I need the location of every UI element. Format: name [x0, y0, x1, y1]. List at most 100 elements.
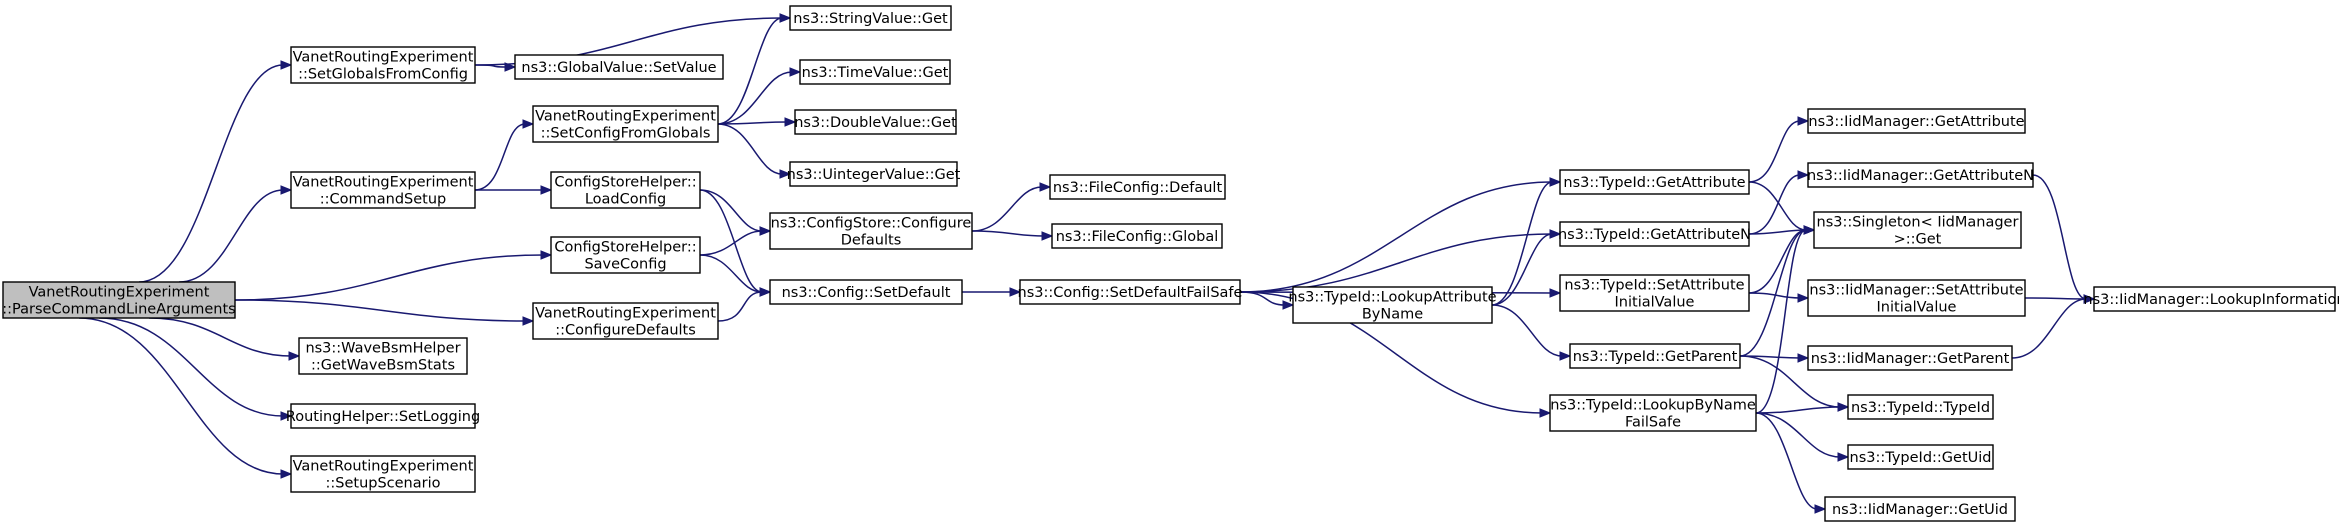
- nodes-layer: VanetRoutingExperiment::ParseCommandLine…: [2, 5, 2339, 522]
- edge-line: [474, 123, 526, 191]
- node-ns3-config-setdefault[interactable]: ns3::Config::SetDefault: [769, 279, 963, 305]
- node-label: VanetRoutingExperiment: [29, 285, 210, 301]
- node-vanetroutingexperiment-commandsetup[interactable]: VanetRoutingExperiment::CommandSetup: [290, 171, 476, 209]
- node-ns3-iidmanager-lookupinformation[interactable]: ns3::IidManager::LookupInformation: [2083, 286, 2339, 312]
- edge-line: [1748, 174, 1801, 235]
- node-ns3-uintegervalue-get[interactable]: ns3::UintegerValue::Get: [787, 161, 961, 187]
- node-configstorehelper-saveconfig[interactable]: ConfigStoreHelper::SaveConfig: [550, 236, 701, 274]
- node-vanetroutingexperiment-setconfigfromglobals[interactable]: VanetRoutingExperiment::SetConfigFromGlo…: [532, 105, 719, 143]
- node-label: RoutingHelper::SetLogging: [286, 409, 480, 425]
- node-ns3-stringvalue-get[interactable]: ns3::StringValue::Get: [789, 5, 952, 31]
- node-vanetroutingexperiment-configuredefaults[interactable]: VanetRoutingExperiment::ConfigureDefault…: [532, 302, 719, 340]
- edge-n21-n26: [1748, 116, 1810, 183]
- edge-n10-n12: [971, 230, 1054, 241]
- edge-n16-n13: [717, 287, 772, 322]
- edge-line: [699, 189, 763, 293]
- node-label: ConfigStoreHelper::: [554, 240, 696, 256]
- arrowhead: [1837, 402, 1850, 412]
- edge-line: [717, 121, 788, 125]
- node-label: ns3::Singleton< IidManager: [1817, 215, 2019, 231]
- arrowhead: [1559, 351, 1572, 361]
- node-label: VanetRoutingExperiment: [535, 306, 716, 322]
- node-ns3-iidmanager-getattribute[interactable]: ns3::IidManager::GetAttribute: [1807, 108, 2026, 134]
- node-ns3-fileconfig-global[interactable]: ns3::FileConfig::Global: [1051, 223, 1223, 249]
- node-ns3-timevalue-get[interactable]: ns3::TimeValue::Get: [799, 59, 951, 85]
- edge-line: [2011, 298, 2087, 359]
- arrowhead: [779, 13, 792, 23]
- node-label: SaveConfig: [584, 257, 666, 273]
- edge-line: [717, 71, 793, 125]
- edge-line: [234, 299, 526, 322]
- edge-n25-n32: [1755, 412, 1850, 462]
- node-vanetroutingexperiment-setglobalsfromconfig[interactable]: VanetRoutingExperiment::SetGlobalsFromCo…: [290, 46, 476, 84]
- edge-line: [78, 317, 284, 475]
- edge-n25-n33: [1755, 412, 1827, 514]
- arrowhead: [2083, 294, 2096, 304]
- edge-line: [1755, 412, 1841, 458]
- node-ns3-iidmanager-getattributen[interactable]: ns3::IidManager::GetAttributeN: [1807, 162, 2034, 188]
- node-label: ns3::TypeId::GetParent: [1573, 349, 1738, 365]
- arrowhead: [779, 169, 792, 179]
- node-label: ::SetConfigFromGlobals: [541, 126, 711, 142]
- node-box: [794, 109, 957, 135]
- node-label: InitialValue: [1877, 300, 1957, 316]
- edge-n14-n21: [1239, 177, 1562, 293]
- edge-n0-n17: [148, 317, 301, 361]
- edge-n0-n4: [178, 185, 293, 283]
- node-ns3-singleton-iidmanager-get[interactable]: ns3::Singleton< IidManager >::Get: [1813, 211, 2022, 249]
- edge-line: [1491, 304, 1563, 357]
- edge-line: [1755, 229, 1807, 414]
- node-ns3-typeid-getattributen[interactable]: ns3::TypeId::GetAttributeN: [1558, 221, 1751, 247]
- node-vanetroutingexperiment-parsecommandlinearguments[interactable]: VanetRoutingExperiment::ParseCommandLine…: [2, 281, 236, 319]
- node-ns3-typeid-getuid[interactable]: ns3::TypeId::GetUid: [1847, 444, 1994, 470]
- node-ns3-iidmanager-getuid[interactable]: ns3::IidManager::GetUid: [1824, 496, 2016, 522]
- node-label: VanetRoutingExperiment: [535, 109, 716, 125]
- arrowhead: [540, 185, 553, 195]
- node-ns3-config-setdefaultfailsafe[interactable]: ns3::Config::SetDefaultFailSafe: [1018, 279, 1243, 305]
- node-ns3-doublevalue-get[interactable]: ns3::DoubleValue::Get: [794, 109, 957, 135]
- node-vanetroutingexperiment-setupscenario[interactable]: VanetRoutingExperiment::SetupScenario: [290, 455, 476, 493]
- node-label: ns3::ConfigStore::Configure: [771, 216, 972, 232]
- edge-line: [1739, 229, 1807, 357]
- node-ns3-globalvalue-setvalue[interactable]: ns3::GlobalValue::SetValue: [514, 54, 724, 80]
- edge-n13-n14: [962, 287, 1022, 297]
- node-box: [1813, 211, 2022, 249]
- arrowhead: [1549, 177, 1562, 187]
- node-label: ns3::IidManager::GetAttributeN: [1807, 168, 2034, 184]
- node-ns3-wavebsmhelper-getwavebsmstats[interactable]: ns3::WaveBsmHelper::GetWaveBsmStats: [298, 337, 468, 375]
- edge-line: [1239, 233, 1553, 293]
- edge-line: [2024, 297, 2087, 300]
- edge-line: [474, 64, 508, 68]
- node-configstorehelper-loadconfig[interactable]: ConfigStoreHelper::LoadConfig: [550, 171, 701, 209]
- node-label: ns3::TypeId::SetAttribute: [1564, 278, 1744, 294]
- node-ns3-typeid-getattribute[interactable]: ns3::TypeId::GetAttribute: [1559, 169, 1750, 195]
- node-box: [769, 279, 963, 305]
- arrowhead: [1814, 504, 1827, 514]
- edge-line: [717, 291, 763, 322]
- node-label: ns3::StringValue::Get: [793, 11, 948, 27]
- node-label: ns3::IidManager::GetUid: [1832, 502, 2008, 518]
- node-label: >::Get: [1894, 232, 1942, 248]
- node-ns3-configstore-configuredefaults[interactable]: ns3::ConfigStore::ConfigureDefaults: [769, 212, 973, 250]
- edge-n0-n16: [234, 299, 535, 326]
- node-label: ns3::IidManager::LookupInformation: [2083, 292, 2339, 308]
- node-label: ns3::IidManager::GetAttribute: [1808, 114, 2024, 130]
- node-ns3-iidmanager-getparent[interactable]: ns3::IidManager::GetParent: [1807, 345, 2013, 371]
- node-ns3-iidmanager-setattributeinitialvalue[interactable]: ns3::IidManager::SetAttributeInitialValu…: [1807, 279, 2026, 317]
- node-label: ns3::TimeValue::Get: [802, 65, 949, 81]
- node-ns3-fileconfig-default[interactable]: ns3::FileConfig::Default: [1049, 174, 1226, 200]
- node-ns3-typeid-getparent[interactable]: ns3::TypeId::GetParent: [1569, 343, 1741, 369]
- edge-line: [717, 17, 783, 125]
- node-label: ns3::WaveBsmHelper: [305, 341, 460, 357]
- node-label: VanetRoutingExperiment: [293, 50, 474, 66]
- arrowhead: [1041, 231, 1054, 241]
- edge-line: [699, 230, 763, 256]
- node-label: ns3::TypeId::TypeId: [1851, 400, 1990, 416]
- node-ns3-typeid-typeid[interactable]: ns3::TypeId::TypeId: [1847, 394, 1994, 420]
- node-routinghelper-setlogging[interactable]: RoutingHelper::SetLogging: [286, 403, 480, 429]
- node-box: [290, 455, 476, 493]
- edge-n24-n28: [1739, 225, 1816, 357]
